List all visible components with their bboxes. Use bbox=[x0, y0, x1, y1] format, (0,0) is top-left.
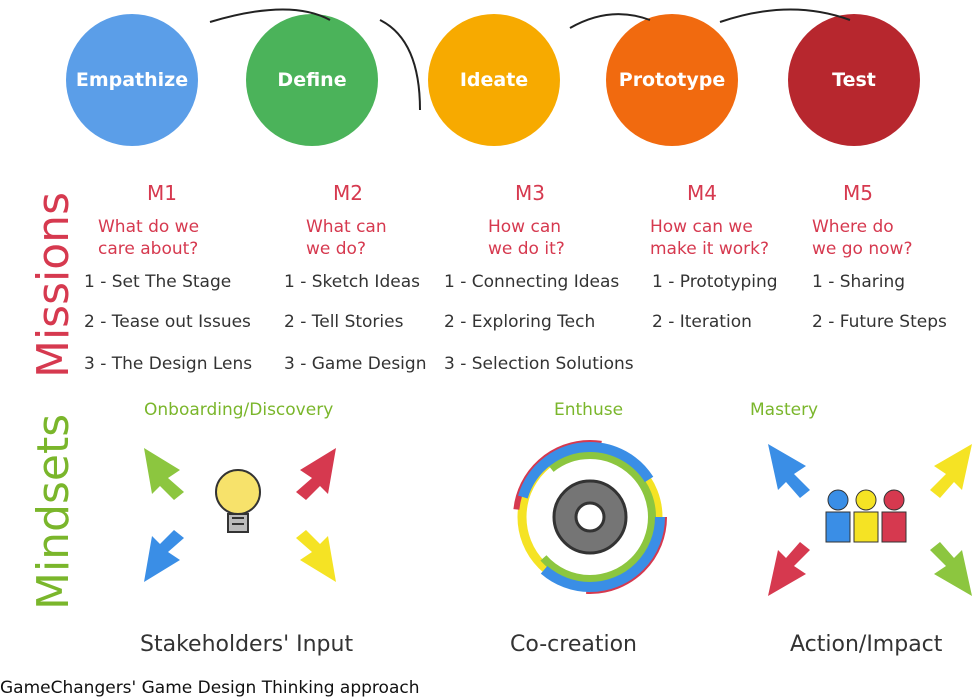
stage-label: Prototype bbox=[618, 69, 726, 91]
mission-step: 3 - Selection Solutions bbox=[444, 354, 634, 374]
lightbulb-icon bbox=[144, 448, 336, 582]
mission-question: Where do we go now? bbox=[812, 217, 913, 259]
stage-label: Empathize bbox=[75, 69, 189, 91]
mindset-caption: Co-creation bbox=[510, 632, 637, 657]
stage-define: Define bbox=[246, 14, 378, 146]
mission-step: 1 - Sketch Ideas bbox=[284, 272, 420, 292]
mission-step: 1 - Prototyping bbox=[652, 272, 778, 292]
stage-label: Define bbox=[277, 69, 347, 91]
mindset-caption: Action/Impact bbox=[790, 632, 943, 657]
stage-ideate: Ideate bbox=[428, 14, 560, 146]
mission-code: M5 bbox=[843, 181, 873, 205]
mission-step: 1 - Connecting Ideas bbox=[444, 272, 620, 292]
mission-question: How can we do it? bbox=[488, 217, 565, 259]
mission-step: 1 - Set The Stage bbox=[84, 272, 232, 292]
mindset-title: Enthuse bbox=[554, 400, 624, 420]
mindset-title: Onboarding/Discovery bbox=[144, 400, 334, 420]
mission-step: 1 - Sharing bbox=[812, 272, 906, 292]
mission-step: 2 - Future Steps bbox=[812, 312, 947, 332]
mission-question: What do we care about? bbox=[98, 217, 200, 259]
mission-step: 2 - Tell Stories bbox=[284, 312, 404, 332]
mission-code: M2 bbox=[333, 181, 363, 205]
mindset-title: Mastery bbox=[750, 400, 819, 420]
mission-code: M4 bbox=[687, 181, 717, 205]
stage-connectors bbox=[209, 8, 851, 111]
gear-icon bbox=[513, 440, 667, 594]
mission-step: 2 - Iteration bbox=[652, 312, 752, 332]
footer-caption: GameChangers' Game Design Thinking appro… bbox=[0, 678, 420, 698]
missions-label: Missions bbox=[28, 192, 79, 378]
mission-code: M3 bbox=[515, 181, 545, 205]
stage-label: Ideate bbox=[459, 69, 529, 91]
mission-code: M1 bbox=[147, 181, 177, 205]
mission-question: What can we do? bbox=[306, 217, 387, 259]
mission-step: 2 - Exploring Tech bbox=[444, 312, 596, 332]
mission-step: 3 - The Design Lens bbox=[84, 354, 253, 374]
people-icon bbox=[768, 444, 972, 596]
mission-step: 3 - Game Design bbox=[284, 354, 427, 374]
mission-step: 2 - Tease out Issues bbox=[84, 312, 251, 332]
mission-question: How can we make it work? bbox=[650, 217, 770, 259]
stage-label: Test bbox=[832, 69, 876, 91]
stage-empathize: Empathize bbox=[66, 14, 198, 146]
stage-prototype: Prototype bbox=[606, 14, 738, 146]
mindset-caption: Stakeholders' Input bbox=[140, 632, 354, 657]
stage-test: Test bbox=[788, 14, 920, 146]
mindsets-label: Mindsets bbox=[28, 413, 79, 610]
